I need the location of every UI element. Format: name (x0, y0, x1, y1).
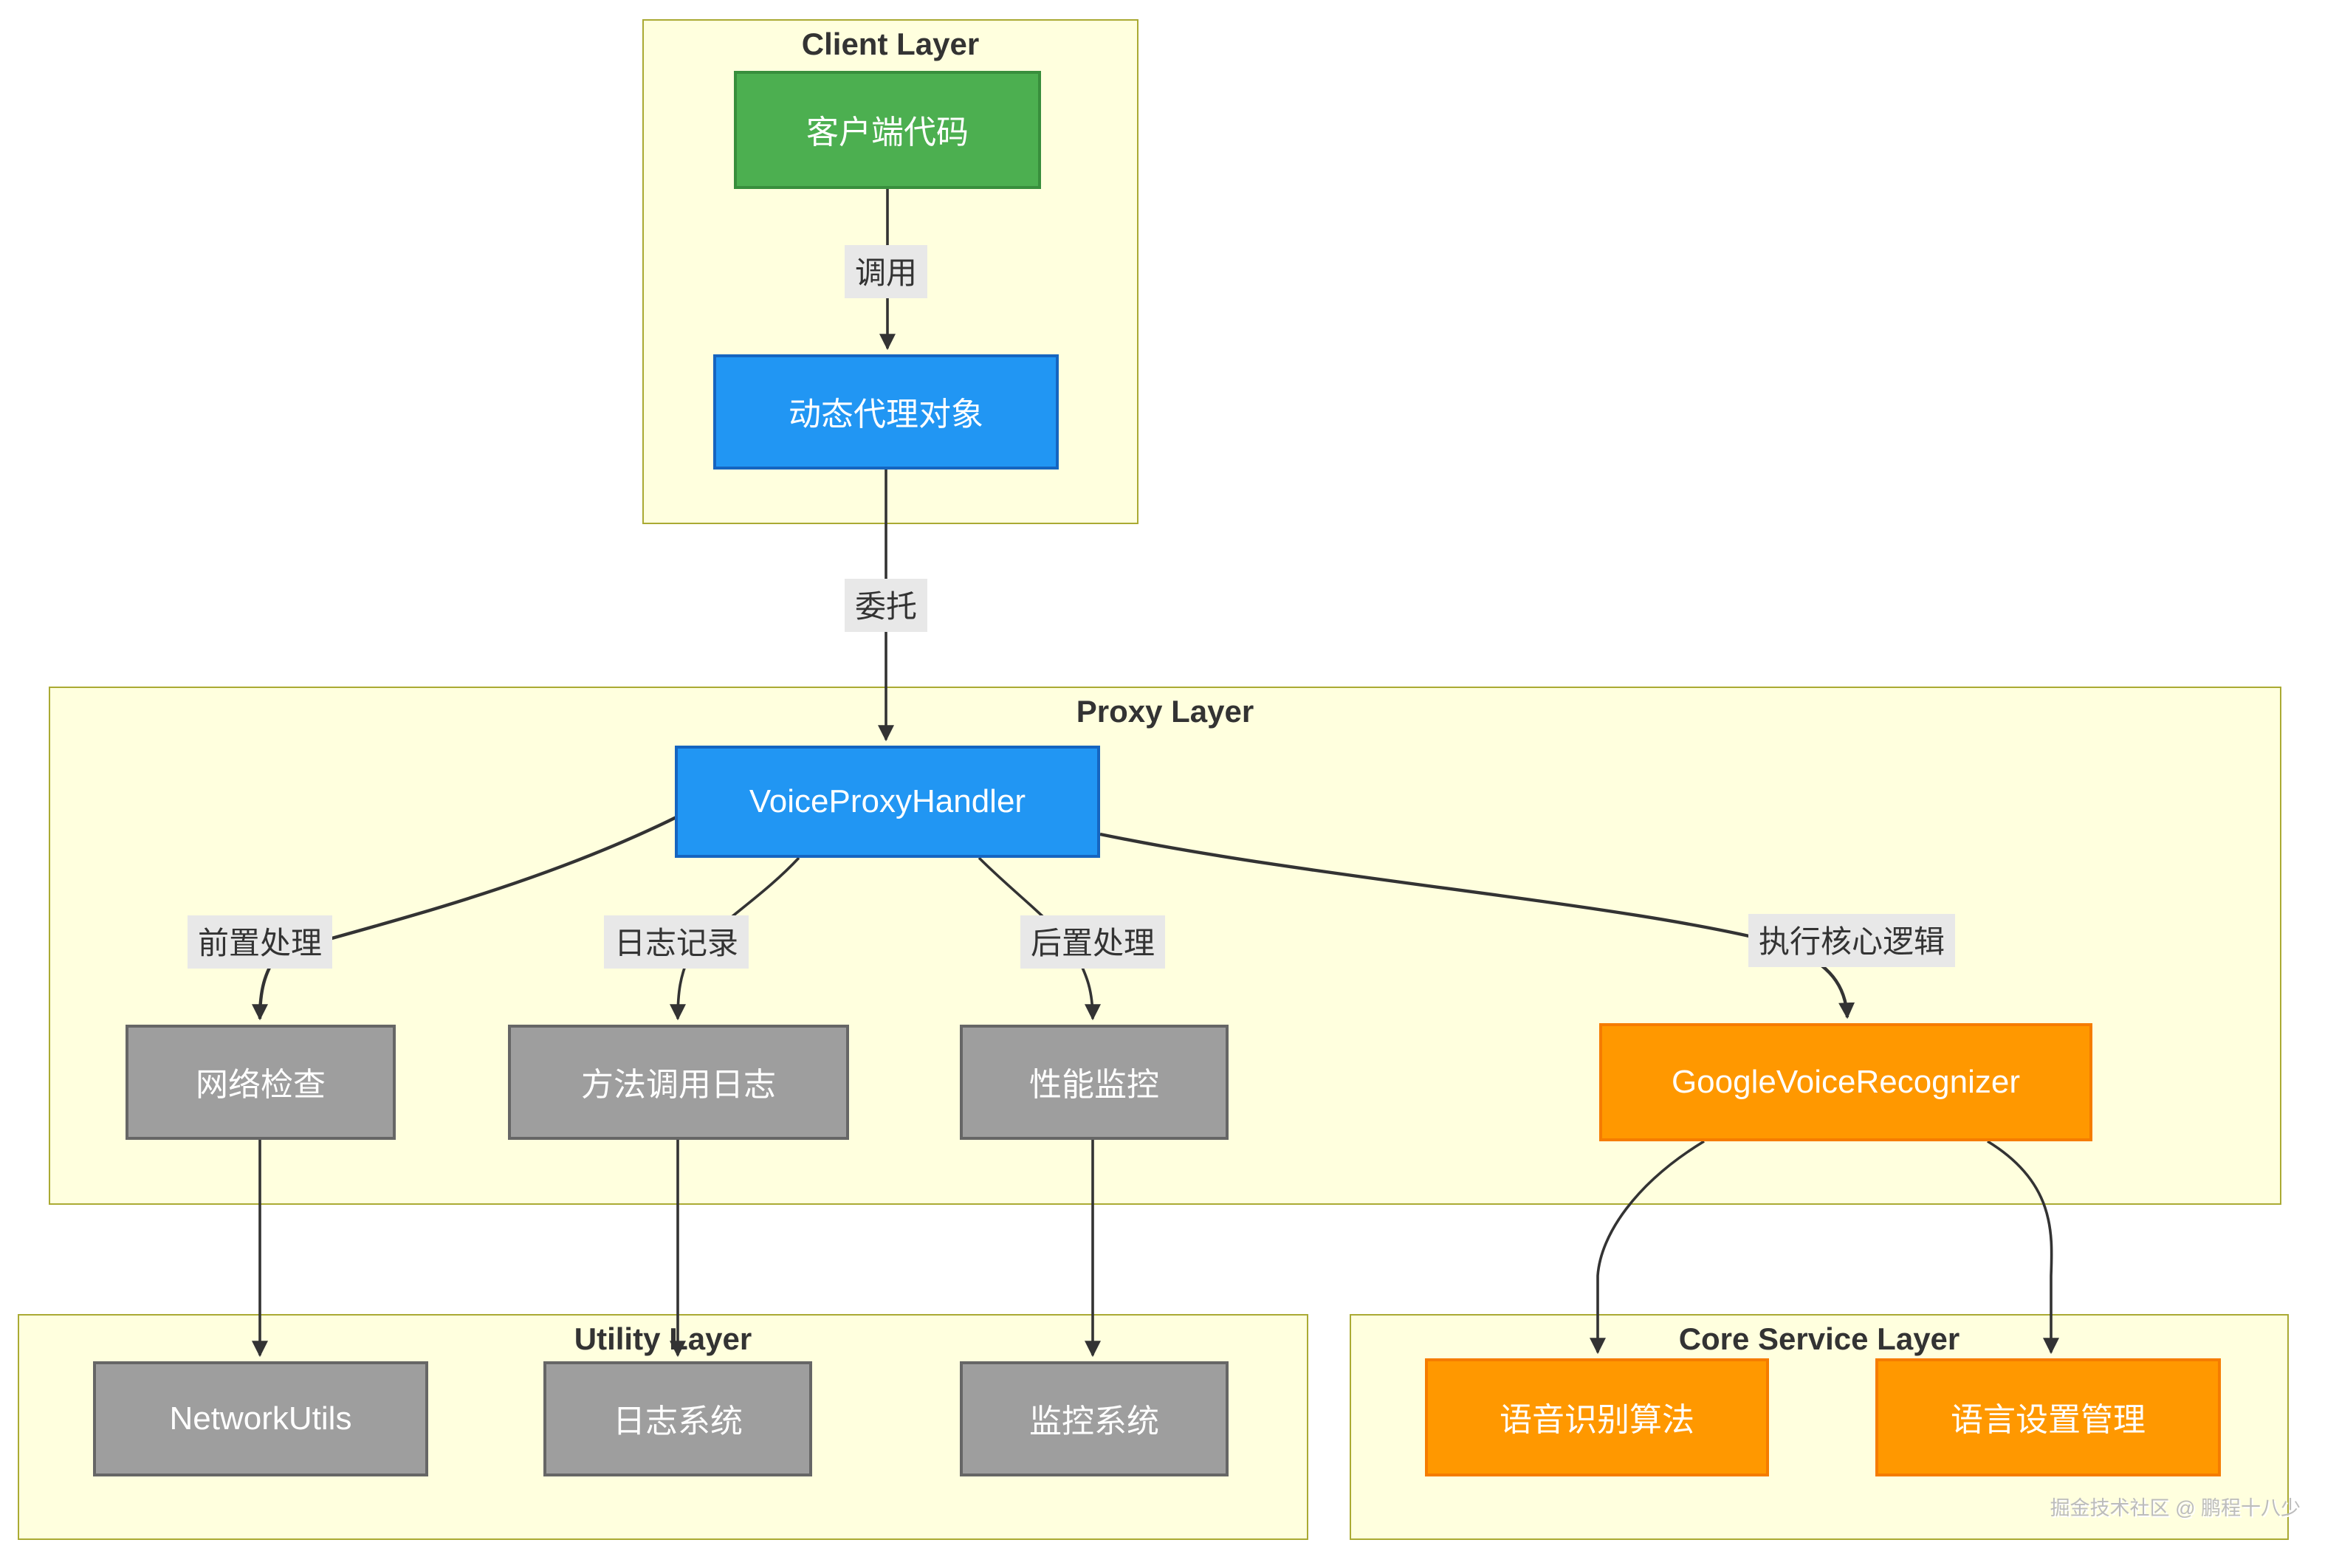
edge-pre-process (252, 815, 679, 1021)
edge-language-settings (1987, 1140, 2059, 1355)
node-voice-recognition-algo: 语音识别算法 (1425, 1358, 1769, 1476)
node-network-utils-label: NetworkUtils (169, 1400, 352, 1437)
edge-voice-algo (1590, 1140, 1705, 1355)
node-network-check: 网络检查 (126, 1025, 396, 1140)
node-language-settings-label: 语言设置管理 (1950, 1401, 2146, 1438)
cluster-title-utility-layer: Utility Layer (574, 1323, 752, 1357)
node-network-check-label: 网络检查 (195, 1066, 326, 1103)
node-voice-proxy-handler: VoiceProxyHandler (675, 746, 1100, 858)
node-log-system: 日志系统 (543, 1361, 812, 1476)
cluster-title-client-layer: Client Layer (801, 28, 980, 62)
node-perf-monitor: 性能监控 (960, 1025, 1229, 1140)
cluster-title-core-service-layer: Core Service Layer (1678, 1323, 1960, 1357)
edge-label-core-logic: 执行核心逻辑 (1748, 914, 1955, 967)
edge-label-delegate: 委托 (845, 579, 927, 632)
node-voice-proxy-handler-label: VoiceProxyHandler (749, 783, 1026, 819)
node-perf-monitor-label: 性能监控 (1028, 1066, 1159, 1103)
node-method-call-log-label: 方法调用日志 (580, 1066, 776, 1103)
node-client-code: 客户端代码 (734, 71, 1041, 189)
edge-label-logging: 日志记录 (604, 915, 749, 969)
node-client-code-label: 客户端代码 (806, 114, 969, 151)
node-language-settings: 语言设置管理 (1875, 1358, 2221, 1476)
node-dynamic-proxy: 动态代理对象 (713, 354, 1059, 470)
cluster-title-proxy-layer: Proxy Layer (1076, 695, 1254, 729)
node-monitor-system: 监控系统 (960, 1361, 1229, 1476)
node-google-voice-recognizer: GoogleVoiceRecognizer (1599, 1023, 2092, 1141)
node-method-call-log: 方法调用日志 (508, 1025, 849, 1140)
node-google-voice-recognizer-label: GoogleVoiceRecognizer (1671, 1063, 2021, 1100)
node-voice-recognition-algo-label: 语音识别算法 (1499, 1401, 1694, 1438)
watermark: 掘金技术社区 @ 鹏程十八少 (2050, 1497, 2301, 1519)
node-log-system-label: 日志系统 (612, 1403, 743, 1440)
node-dynamic-proxy-label: 动态代理对象 (788, 396, 983, 433)
edge-label-call: 调用 (845, 245, 927, 298)
node-monitor-system-label: 监控系统 (1028, 1403, 1159, 1440)
node-network-utils: NetworkUtils (93, 1361, 428, 1476)
edge-label-post-process: 后置处理 (1020, 915, 1165, 969)
edge-label-pre-process: 前置处理 (188, 915, 332, 969)
edge-core-logic (1099, 832, 1855, 1019)
